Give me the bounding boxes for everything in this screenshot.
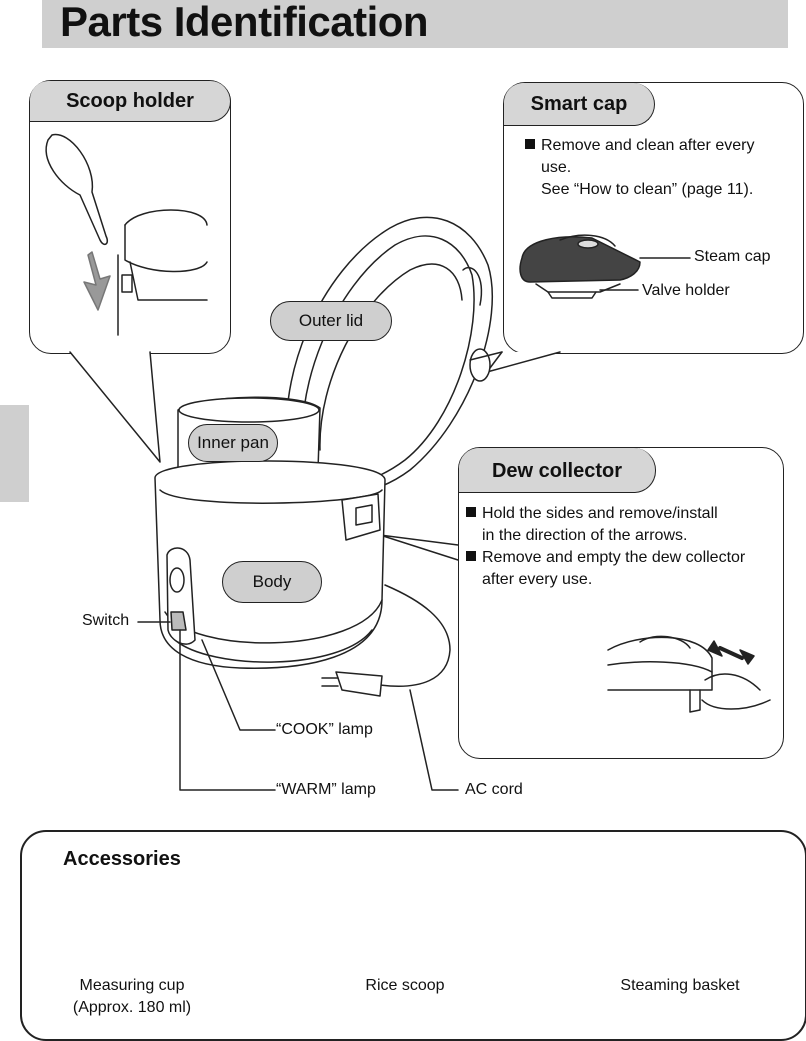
title-bar — [42, 0, 788, 48]
measuring-cup-label: Measuring cup (Approx. 180 ml) — [52, 975, 212, 1019]
accessories-heading: Accessories — [63, 848, 181, 870]
switch-label: Switch — [82, 612, 130, 629]
dew-collector-heading: Dew collector — [491, 460, 623, 482]
dew-collector-bullet-2-cont: after every use. — [482, 571, 593, 588]
inner-pan-label: Inner pan — [188, 424, 278, 462]
smart-cap-panel: Smart cap — [503, 82, 804, 354]
measuring-cup-name: Measuring cup — [79, 977, 185, 994]
bullet-square-icon — [466, 551, 476, 561]
scoop-holder-heading-bar: Scoop holder — [30, 81, 231, 122]
scoop-holder-heading: Scoop holder — [66, 90, 194, 112]
cook-lamp-label: “COOK” lamp — [276, 721, 373, 738]
side-tab — [0, 405, 29, 502]
rice-scoop-label: Rice scoop — [365, 977, 445, 994]
page-title: Parts Identification — [60, 0, 429, 45]
smart-cap-heading: Smart cap — [530, 93, 628, 115]
dew-collector-bullet-2: Remove and empty the dew collector — [466, 547, 745, 568]
scoop-holder-panel: Scoop holder — [29, 80, 231, 354]
smart-cap-heading-bar: Smart cap — [504, 83, 655, 126]
body-label: Body — [222, 561, 322, 603]
steaming-basket-label: Steaming basket — [620, 977, 740, 994]
dew-collector-bullet-1-cont: in the direction of the arrows. — [482, 527, 688, 544]
smart-cap-bullet: Remove and clean after every — [525, 135, 754, 156]
bullet-square-icon — [525, 139, 535, 149]
outer-lid-label: Outer lid — [270, 301, 392, 341]
smart-cap-bullet-cont: use. — [541, 159, 572, 176]
valve-holder-label: Valve holder — [642, 282, 730, 299]
scoop-holder-spoon — [45, 133, 109, 246]
smart-cap-see-page: See “How to clean” (page 11). — [541, 181, 754, 198]
bullet-square-icon — [466, 507, 476, 517]
measuring-cup-capacity: (Approx. 180 ml) — [72, 999, 192, 1016]
dew-collector-bullet-1: Hold the sides and remove/install — [466, 503, 718, 524]
dew-collector-panel: Dew collector — [458, 447, 784, 759]
dew-collector-heading-bar: Dew collector — [459, 448, 656, 493]
steam-cap-label: Steam cap — [694, 248, 771, 265]
ac-cord-label: AC cord — [465, 781, 523, 798]
warm-lamp-label: “WARM” lamp — [276, 781, 376, 798]
